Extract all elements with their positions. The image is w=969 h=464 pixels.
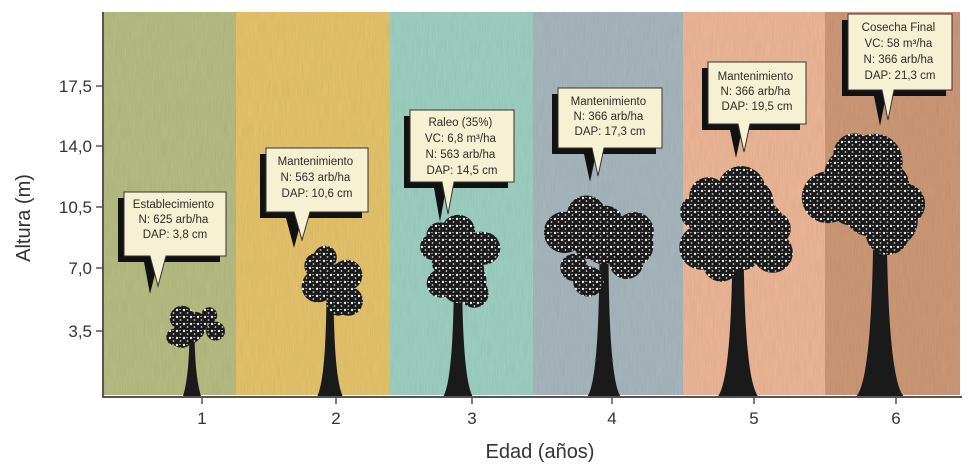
svg-text:Mantenimiento N: 366 a: Mantenimiento N: 366 arb/ha DAP: 19,5 cm <box>718 71 797 113</box>
callout-line: VC: 58 m³/ha <box>865 38 933 50</box>
tree-age-3 <box>420 214 501 396</box>
callouts: Establecimiento N: 625 arb/ha DAP: 3,8 c… <box>118 13 953 294</box>
x-tick-label: 4 <box>607 409 616 428</box>
callout-line: DAP: 17,3 cm <box>575 126 646 138</box>
callout-line: N: 563 arb/ha <box>426 149 496 161</box>
x-tick-label: 1 <box>197 409 206 428</box>
tree-age-4 <box>543 195 654 396</box>
tree-age-6 <box>801 133 926 396</box>
tree-crown-blob <box>708 201 743 236</box>
callout-line: VC: 6,8 m³/ha <box>425 133 497 145</box>
callout-line: Mantenimiento <box>718 71 793 83</box>
tree-trunk <box>856 193 904 396</box>
callout-line: N: 366 arb/ha <box>864 54 934 66</box>
callout-line: Raleo (35%) <box>428 117 492 129</box>
tree-crown-blob <box>679 225 724 270</box>
svg-text:Raleo (35%) VC: 6,8 m³: Raleo (35%) VC: 6,8 m³/ha N: 563 arb/ha … <box>425 117 499 177</box>
tree-crown-blob <box>180 323 201 344</box>
y-tick-label: 10,5 <box>59 198 92 217</box>
svg-text:Cosecha Final VC: 58 m: Cosecha Final VC: 58 m³/ha N: 366 arb/ha… <box>862 22 939 82</box>
x-axis-title: Edad (años) <box>486 441 595 463</box>
callout-age-3: Raleo (35%) VC: 6,8 m³/ha N: 563 arb/ha … <box>404 109 515 222</box>
svg-text:Establecimiento N: 625: Establecimiento N: 625 arb/ha DAP: 3,8 c… <box>133 199 217 241</box>
callout-age-2: Mantenimiento N: 563 arb/ha DAP: 10,6 cm <box>260 147 369 248</box>
y-tick-label: 7,0 <box>68 259 92 278</box>
x-tick-label: 3 <box>467 409 476 428</box>
tree-crown-blob <box>468 231 494 258</box>
callout-line: N: 563 arb/ha <box>281 172 351 184</box>
tree-crown-blob <box>826 169 871 214</box>
tree-age-5 <box>679 166 793 396</box>
x-tick-label: 5 <box>749 409 758 428</box>
callout-line: N: 625 arb/ha <box>139 214 209 226</box>
y-tick-label: 17,5 <box>59 77 92 96</box>
svg-text:Mantenimiento N: 563 a: Mantenimiento N: 563 arb/ha DAP: 10,6 cm <box>278 156 357 200</box>
y-tick-label: 14,0 <box>59 137 92 156</box>
callout-line: N: 366 arb/ha <box>721 86 791 98</box>
y-tick-label: 3,5 <box>68 322 92 341</box>
callout-line: DAP: 21,3 cm <box>865 70 936 82</box>
tree-trunk <box>317 282 343 396</box>
callout-line: N: 366 arb/ha <box>574 111 644 123</box>
callout-age-6: Cosecha Final VC: 58 m³/ha N: 366 arb/ha… <box>842 13 953 126</box>
tree-age-1 <box>166 305 225 396</box>
callout-line: Mantenimiento <box>571 96 646 108</box>
y-axis-title: Altura (m) <box>13 174 35 262</box>
callout-line: DAP: 10,6 cm <box>282 188 353 200</box>
callout-line: Mantenimiento <box>278 156 353 168</box>
tree-crown-blob <box>757 211 791 246</box>
svg-text:Mantenimiento N: 366 a: Mantenimiento N: 366 arb/ha DAP: 17,3 cm <box>571 96 650 138</box>
tree-trunk <box>718 224 758 396</box>
tree-trunk <box>183 326 201 396</box>
tree-crown-blob <box>441 214 476 249</box>
callout-line: DAP: 3,8 cm <box>143 229 208 241</box>
tree-crown-blob <box>206 321 225 341</box>
callout-age-1: Establecimiento N: 625 arb/ha DAP: 3,8 c… <box>118 191 227 294</box>
trees <box>166 133 926 396</box>
callout-age-4: Mantenimiento N: 366 arb/ha DAP: 17,3 cm <box>552 87 663 182</box>
tree-age-2 <box>301 245 363 396</box>
tree-crown-blob <box>305 272 331 298</box>
y-ticks: 3,5 7,0 10,5 14,0 17,5 <box>59 77 103 341</box>
axes: 3,5 7,0 10,5 14,0 17,5 1 2 3 4 5 6 Altur… <box>13 12 962 463</box>
tree-crown-blob <box>592 227 629 264</box>
tree-crown-blob <box>543 211 586 254</box>
tree-crown-blob <box>440 258 468 286</box>
callout-line: Establecimiento <box>133 199 214 211</box>
tree-trunk <box>443 262 473 396</box>
x-tick-label: 2 <box>331 409 340 428</box>
callout-line: DAP: 14,5 cm <box>427 165 498 177</box>
callout-line: DAP: 19,5 cm <box>722 101 793 113</box>
tree-crown-blob <box>573 266 604 297</box>
tree-crown-blob <box>326 283 352 309</box>
tree-trunk <box>587 243 621 396</box>
x-tick-label: 6 <box>891 409 900 428</box>
callout-line: Cosecha Final <box>862 22 936 34</box>
x-ticks: 1 2 3 4 5 6 <box>197 397 901 428</box>
callout-age-5: Mantenimiento N: 366 arb/ha DAP: 19,5 cm <box>702 61 807 158</box>
